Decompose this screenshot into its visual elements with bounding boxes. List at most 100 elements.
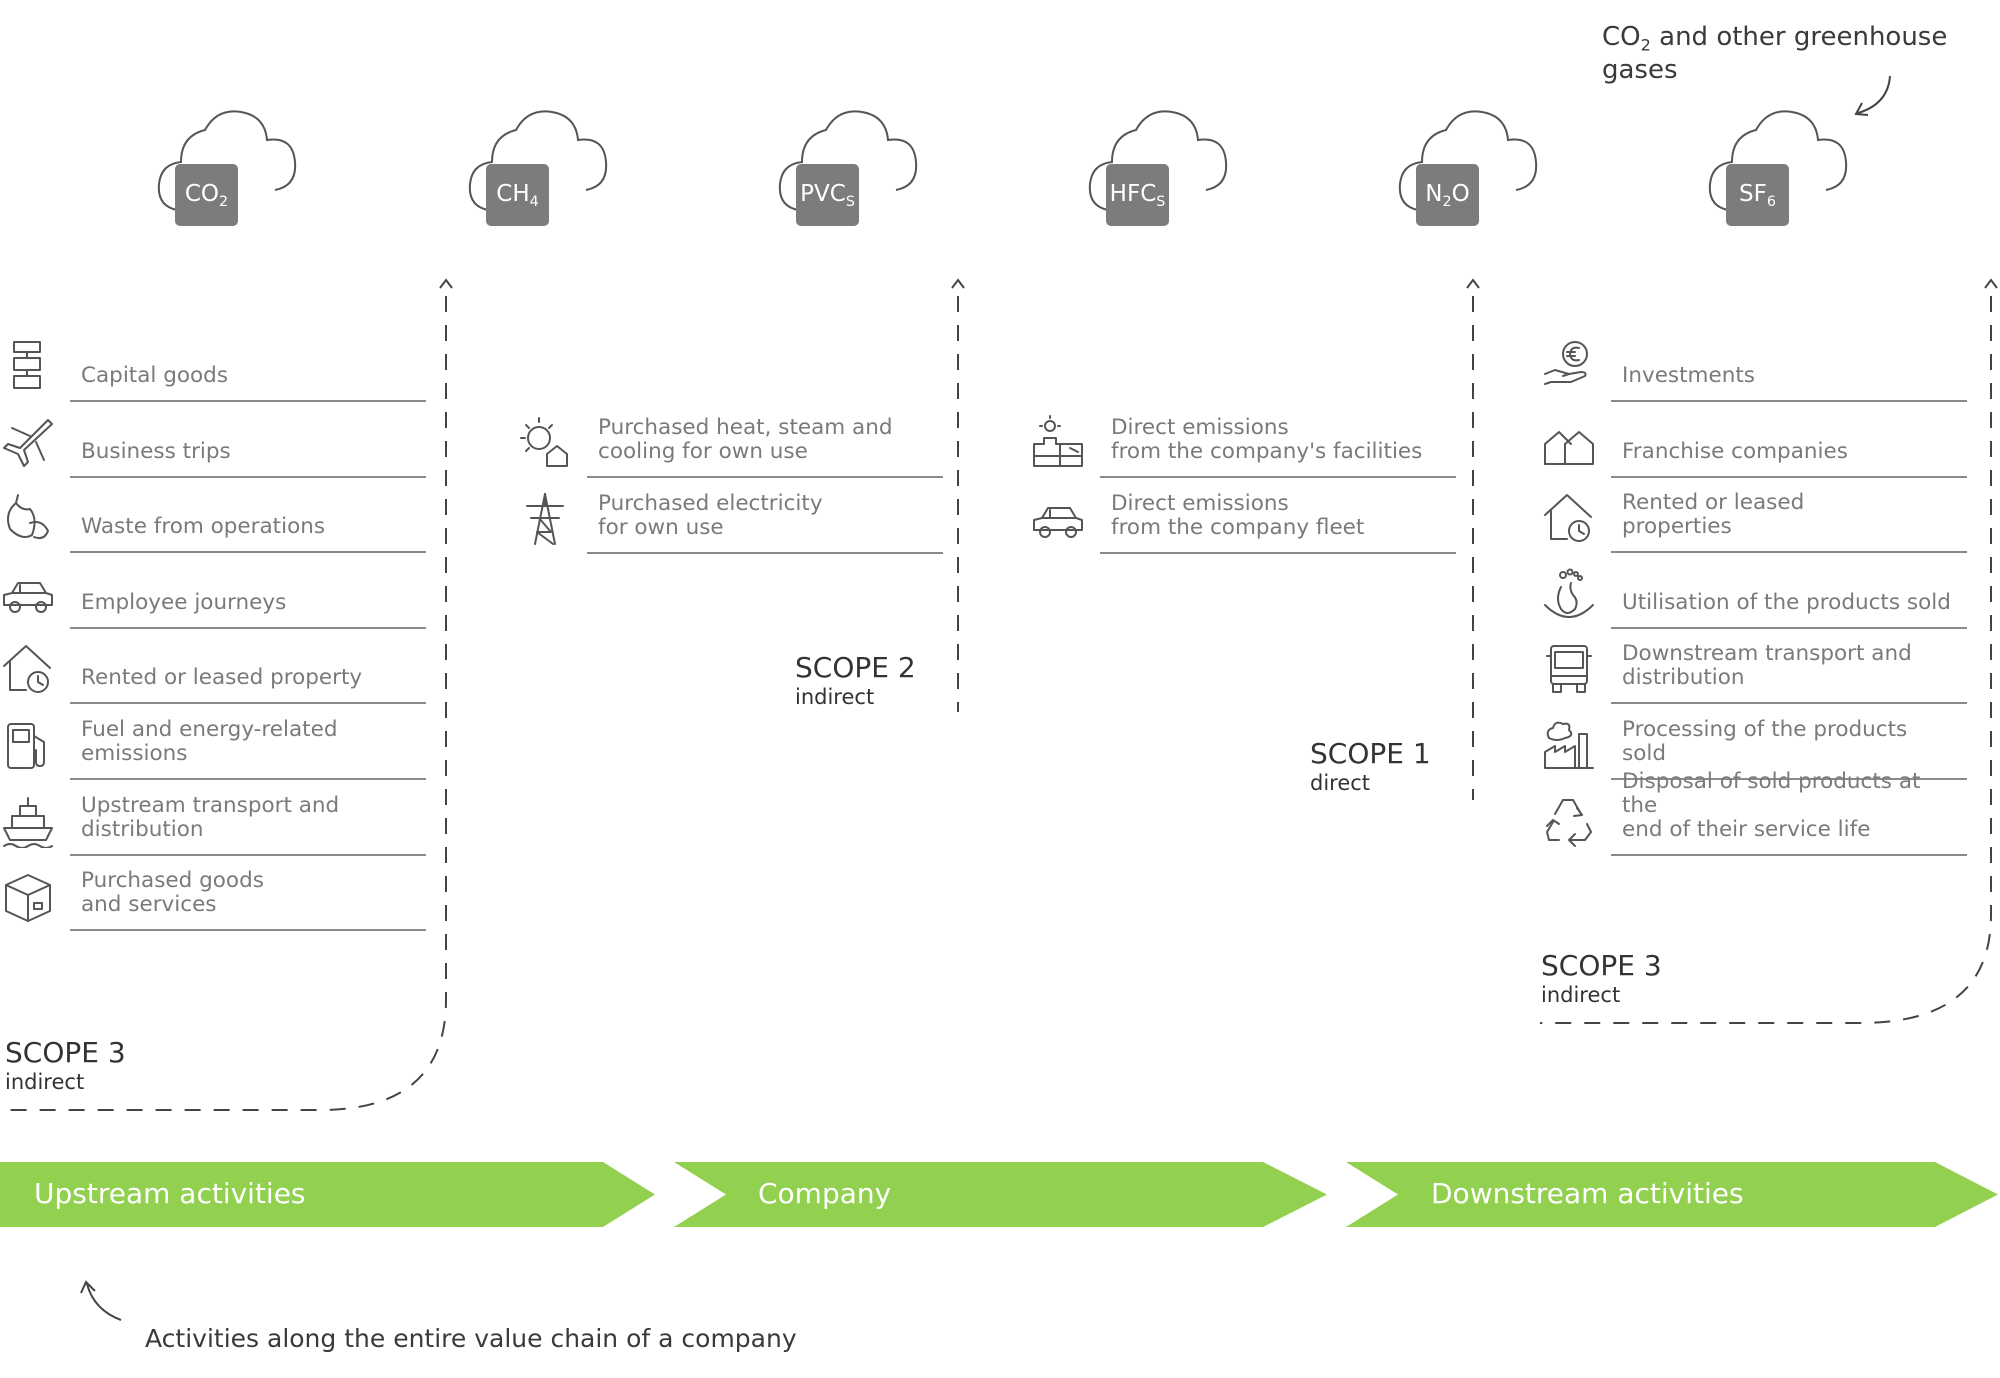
cloud-icon: SF6 (1706, 106, 1856, 238)
scope-title: SCOPE 3 (1541, 949, 1662, 982)
divider (70, 626, 426, 629)
ship-icon (0, 792, 56, 849)
airplane-icon (0, 414, 56, 470)
list-item: Downstream transport and distribution (1541, 632, 1967, 705)
fuel-pump-icon (0, 716, 56, 772)
bottom-note-arrow (86, 1283, 122, 1321)
divider (587, 476, 943, 478)
item-label: Purchased goods and services (81, 868, 264, 918)
truck-icon (1541, 640, 1597, 696)
box-icon (0, 867, 56, 923)
divider (1611, 400, 1967, 402)
divider (70, 551, 426, 554)
divider (1100, 551, 1456, 554)
waste-icon (0, 489, 56, 545)
sun-house-icon (517, 414, 573, 470)
scope-arrowheads (439, 278, 1998, 289)
item-label: Purchased electricity for own use (598, 490, 823, 540)
list-item: Utilisation of the products sold (1541, 557, 1967, 629)
item-label: Direct emissions from the company fleet (1111, 490, 1365, 540)
gas-badge: CO2 (175, 164, 238, 226)
item-label: Waste from operations (81, 514, 326, 540)
divider (1611, 626, 1967, 629)
list-item: Upstream transport and distribution (0, 784, 426, 856)
divider (1611, 475, 1967, 478)
power-pylon-icon (517, 490, 573, 546)
bar-label-upstream: Upstream activities (34, 1177, 306, 1210)
scope-title: SCOPE 3 (5, 1036, 126, 1069)
scope2-label: SCOPE 2 indirect (795, 652, 916, 710)
top-note-arrow (1857, 75, 1891, 114)
house-clock-icon (1541, 489, 1597, 545)
divider (1611, 778, 1967, 780)
scope-subtitle: indirect (5, 1070, 85, 1094)
cloud-icon: CH4 (466, 106, 616, 238)
divider (70, 400, 426, 402)
recycle-icon (1541, 792, 1597, 848)
value-chain-bar (0, 1162, 1998, 1227)
item-label: Business trips (81, 438, 231, 464)
arrowhead-scope1 (1466, 278, 1480, 289)
item-label: Upstream transport and distribution (81, 792, 340, 842)
list-item: Fuel and energy-related emissions (0, 708, 426, 780)
list-item: Capital goods (0, 330, 426, 402)
scope-title: SCOPE 1 (1310, 737, 1431, 770)
greenhouse-gases-note: CO2 and other greenhouse gases (1602, 22, 1948, 85)
downstream-bracket (1540, 296, 1992, 1024)
list-item: Direct emissions from the company's faci… (1030, 406, 1456, 478)
bar-label-company: Company (758, 1177, 892, 1210)
scope-subtitle: indirect (1541, 983, 1621, 1007)
item-label: Purchased heat, steam and cooling for ow… (598, 415, 893, 464)
list-item: Rented or leased property (0, 632, 426, 705)
item-label: Investments (1622, 363, 1755, 388)
list-item: Purchased electricity for own use (517, 482, 943, 554)
bar-segment-upstream (0, 1162, 655, 1227)
gas-badge: N2O (1416, 164, 1479, 226)
arrowhead-downstream (1984, 278, 1998, 289)
bar-segment-downstream (1346, 1162, 1998, 1227)
divider (1611, 702, 1967, 705)
gas-badge: CH4 (486, 164, 549, 226)
item-label: Fuel and energy-related emissions (81, 717, 338, 766)
houses-icon (1541, 414, 1597, 470)
list-item: Processing of the products sold (1541, 708, 1967, 780)
divider (587, 551, 943, 554)
divider (70, 702, 426, 705)
gas-badge: PVCS (796, 164, 859, 226)
item-label: Processing of the products sold (1622, 717, 1908, 766)
list-item: Franchise companies (1541, 406, 1967, 478)
divider (1611, 853, 1967, 856)
arrowhead-scope2 (951, 278, 965, 289)
capital-goods-icon (0, 338, 56, 394)
factory-sun-icon (1030, 414, 1086, 470)
upstream-scope-label: SCOPE 3 indirect (5, 1037, 126, 1095)
divider (70, 929, 426, 932)
item-label: Disposal of sold products at the end of … (1622, 768, 1921, 842)
scope1-label: SCOPE 1 direct (1310, 738, 1431, 796)
car-icon (0, 565, 56, 621)
item-label: Franchise companies (1622, 438, 1848, 464)
item-label: Direct emissions from the company's faci… (1111, 415, 1423, 464)
cloud-icon: PVCS (776, 106, 926, 238)
bottom-note-arrowhead (80, 1280, 96, 1294)
divider (70, 778, 426, 780)
list-item: Disposal of sold products at the end of … (1541, 769, 1967, 856)
scope-subtitle: direct (1310, 771, 1371, 795)
gas-badge: HFCS (1106, 164, 1169, 226)
upstream-bracket (0, 296, 447, 1111)
value-chain-note: Activities along the entire value chain … (145, 1324, 797, 1353)
item-label: Employee journeys (81, 589, 287, 615)
scope-subtitle: indirect (795, 685, 875, 709)
footprint-icon (1541, 565, 1597, 621)
arrowhead-upstream (439, 278, 453, 289)
processing-icon (1541, 716, 1597, 772)
item-label: Rented or leased properties (1622, 490, 1805, 540)
divider (1100, 476, 1456, 478)
downstream-scope-label: SCOPE 3 indirect (1541, 950, 1662, 1008)
cloud-icon: N2O (1396, 106, 1546, 238)
top-note-arrowhead (1854, 102, 1869, 116)
divider (70, 853, 426, 856)
bar-label-downstream: Downstream activities (1431, 1177, 1744, 1210)
divider (1611, 551, 1967, 554)
item-label: Rented or leased property (81, 665, 363, 691)
